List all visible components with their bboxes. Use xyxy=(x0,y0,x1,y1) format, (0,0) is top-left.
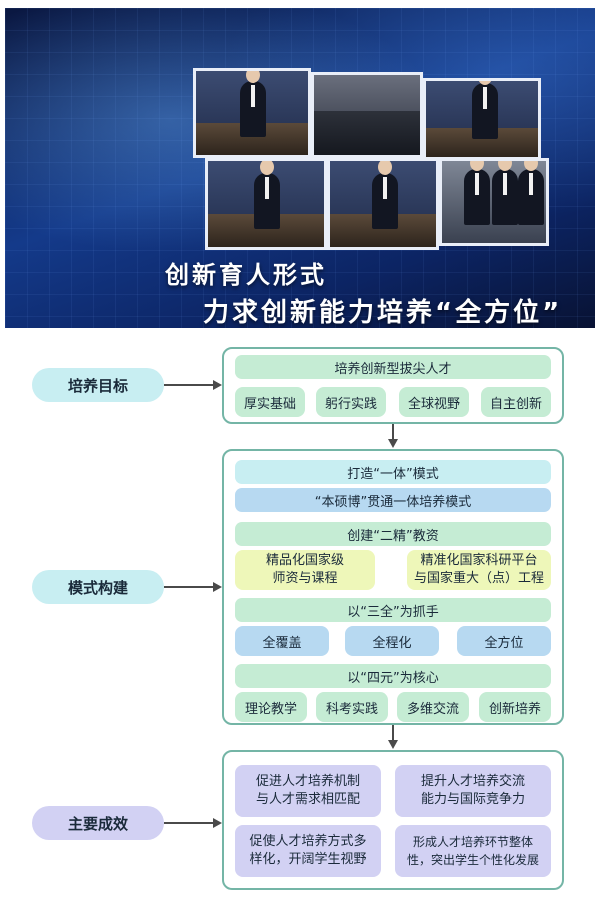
model-four-item: 科考实践 xyxy=(316,692,388,722)
model-two-header: 创建“二精”教资 xyxy=(235,522,551,546)
student-figure xyxy=(372,161,398,229)
photo-panel-4 xyxy=(205,158,327,250)
results-item-line1: 形成人才培养环节整体 xyxy=(412,835,533,849)
goal-arrow xyxy=(164,384,214,386)
results-item-line2: 与人才需求相匹配 xyxy=(255,792,360,807)
goal-item: 全球视野 xyxy=(399,387,469,417)
photo-panel-6 xyxy=(439,158,549,246)
model-three-header: 以“三全”为抓手 xyxy=(235,598,551,622)
model-arrow xyxy=(164,586,214,588)
model-to-results-arrow-head xyxy=(388,740,398,749)
model-four-item: 理论教学 xyxy=(235,692,307,722)
banner-title: 创新育人形式 xyxy=(165,261,327,289)
goal-arrow-head xyxy=(213,380,222,390)
model-two-left-line2: 师资与课程 xyxy=(272,571,338,586)
model-four-item: 多维交流 xyxy=(397,692,469,722)
goal-item: 躬行实践 xyxy=(316,387,386,417)
photo-panel-3 xyxy=(423,78,541,160)
results-item-line2: 能力与国际竞争力 xyxy=(420,792,525,807)
goal-item: 厚实基础 xyxy=(235,387,305,417)
results-arrow-head xyxy=(213,818,222,828)
goal-label: 培养目标 xyxy=(32,368,164,402)
goal-group: 培养创新型拔尖人才 厚实基础 躬行实践 全球视野 自主创新 xyxy=(222,347,564,424)
goal-header: 培养创新型拔尖人才 xyxy=(235,355,551,379)
model-group: 打造“一体”模式 “本硕博”贯通一体培养模式 创建“二精”教资 精品化国家级 师… xyxy=(222,449,564,725)
model-arrow-head xyxy=(213,582,222,592)
results-item-line1: 提升人才培养交流 xyxy=(420,774,525,789)
results-group: 促进人才培养机制 与人才需求相匹配 提升人才培养交流 能力与国际竞争力 促使人才… xyxy=(222,750,564,890)
results-item: 促使人才培养方式多 样化，开阔学生视野 xyxy=(235,825,381,877)
photo-panel-5 xyxy=(327,158,439,250)
model-two-right-line1: 精准化国家科研平台 xyxy=(420,553,538,568)
model-to-results-arrow xyxy=(392,725,394,741)
results-item-line1: 促进人才培养机制 xyxy=(255,774,360,789)
results-item: 形成人才培养环节整体 性，突出学生个性化发展 xyxy=(395,825,551,877)
results-arrow xyxy=(164,822,214,824)
results-item-line2: 性，突出学生个性化发展 xyxy=(406,853,539,867)
model-label: 模式构建 xyxy=(32,570,164,604)
results-label: 主要成效 xyxy=(32,806,164,840)
results-item: 促进人才培养机制 与人才需求相匹配 xyxy=(235,765,381,817)
goal-to-model-arrow-head xyxy=(388,439,398,448)
model-two-right-line2: 与国家重大（点）工程 xyxy=(413,571,544,586)
photo-panel-1 xyxy=(193,68,311,158)
model-two-left-box: 精品化国家级 师资与课程 xyxy=(235,550,375,590)
student-figure xyxy=(492,161,518,225)
results-item: 提升人才培养交流 能力与国际竞争力 xyxy=(395,765,551,817)
student-figure xyxy=(472,81,498,139)
student-figure xyxy=(254,161,280,229)
model-three-item: 全方位 xyxy=(457,626,551,656)
goal-to-model-arrow xyxy=(392,424,394,440)
banner-subtitle: 力求创新能力培养“全方位” xyxy=(203,298,563,328)
model-one-header: 打造“一体”模式 xyxy=(235,460,551,484)
model-three-item: 全程化 xyxy=(345,626,439,656)
results-item-line1: 促使人才培养方式多 xyxy=(249,834,367,849)
model-two-left-line1: 精品化国家级 xyxy=(265,553,344,568)
student-figure xyxy=(518,161,544,225)
model-three-item: 全覆盖 xyxy=(235,626,329,656)
photo-panel-2 xyxy=(311,72,423,158)
model-two-right-box: 精准化国家科研平台 与国家重大（点）工程 xyxy=(407,550,551,590)
banner-image: 创新育人形式 力求创新能力培养“全方位” xyxy=(5,8,595,328)
goal-item: 自主创新 xyxy=(481,387,551,417)
results-item-line2: 样化，开阔学生视野 xyxy=(249,852,367,867)
student-figure xyxy=(464,161,490,225)
student-figure xyxy=(240,71,266,137)
model-four-header: 以“四元”为核心 xyxy=(235,664,551,688)
model-one-sub: “本硕博”贯通一体培养模式 xyxy=(235,488,551,512)
model-four-item: 创新培养 xyxy=(479,692,551,722)
